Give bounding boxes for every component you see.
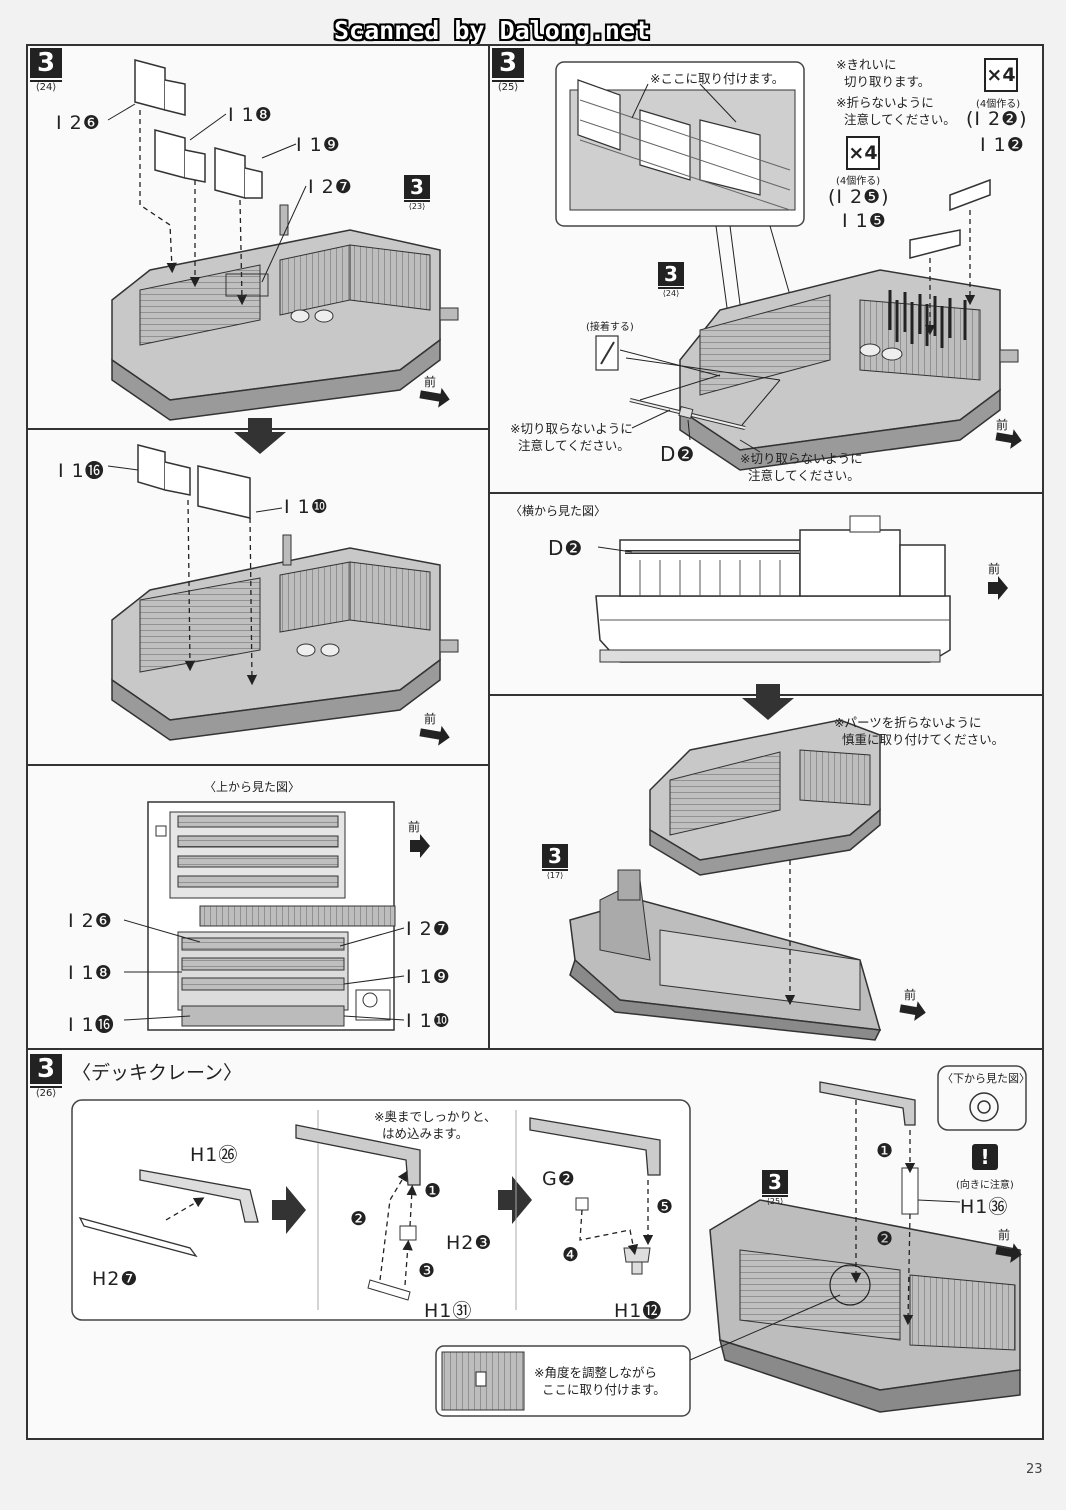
step-sub: ⟨24⟩	[30, 80, 62, 93]
ship-hull-f	[569, 869, 882, 1041]
ref-step-sub: ⟨23⟩	[404, 200, 430, 211]
part-label-i1-8: I 1❽	[228, 104, 273, 126]
part-label-h1-31: H1㉛	[424, 1300, 473, 1322]
glue-note: (接着する)	[586, 322, 634, 333]
module-model-f	[649, 719, 881, 876]
part-label-g2: G❷	[542, 1168, 576, 1190]
frame-parts-a	[134, 59, 263, 199]
top-view-label-i1-8: I 1❽	[68, 962, 113, 984]
divider-top-bottom	[26, 1048, 1044, 1050]
front-label-g: 前	[998, 1228, 1011, 1242]
module-model-a	[111, 204, 459, 421]
ship-hull-g	[709, 1199, 1021, 1413]
note-no-cut-left: ※切り取らないように 注意してください。	[510, 421, 633, 453]
front-label-c: 前	[408, 820, 421, 834]
part-label-h2-3: H2❸	[446, 1232, 493, 1254]
part-label-i1-2: I 1❷	[980, 134, 1025, 156]
inset-note: ※ここに取り付けます。	[650, 71, 785, 86]
rod-part-d2	[629, 398, 746, 430]
step-marker-3: ❸	[418, 1260, 437, 1282]
step-marker-2b: ❷	[876, 1228, 895, 1250]
detail-inset-d	[555, 61, 805, 227]
front-label: 前	[424, 375, 437, 389]
note-no-fold: ※折らないように 注意してください。	[836, 95, 956, 127]
part-label-i2-6: I 2❻	[56, 112, 101, 134]
part-label-i2-5: (I 2❺)	[828, 186, 890, 208]
divider-d-e	[488, 492, 1044, 494]
crane-assembly-box	[71, 1099, 691, 1321]
page-number: 23	[1026, 1462, 1043, 1477]
part-label-i2-7: I 2❼	[308, 176, 353, 198]
part-label-h1-12: H1⓬	[614, 1300, 663, 1322]
part-label-d2: D❷	[660, 442, 696, 466]
part-label-i1-16: I 1⓰	[58, 460, 105, 482]
note-adjust-angle: ※角度を調整しながら ここに取り付けます。	[534, 1365, 666, 1397]
part-label-i1-9: I 1❾	[296, 134, 341, 156]
note-careful: ※パーツを折らないように 慎重に取り付けてください。	[834, 715, 1005, 747]
top-view-label-i1-16: I 1⓰	[68, 1014, 115, 1036]
part-label-i1-10: I 1❿	[284, 496, 329, 518]
step-marker-1b: ❶	[876, 1140, 895, 1162]
ref-step-sub-d: ⟨24⟩	[658, 287, 684, 298]
side-view-label-d2: D❷	[548, 536, 584, 560]
side-view-title: 〈横から見た図〉	[510, 504, 607, 518]
caution-icon: !	[972, 1144, 998, 1170]
ref-step-sub-g: ⟨25⟩	[762, 1195, 788, 1206]
from-below-title: 〈下から見た図〉	[942, 1072, 1030, 1085]
ref-step-g: 3	[762, 1170, 788, 1194]
divider-b-c	[26, 764, 488, 766]
part-label-i2-2: (I 2❷)	[966, 108, 1028, 130]
top-view-label-i2-7: I 2❼	[406, 918, 451, 940]
step-marker-5: ❺	[656, 1196, 675, 1218]
step-number: 3	[30, 48, 62, 78]
top-view-diagram	[147, 801, 396, 1031]
note-clean-cut: ※きれいに 切り取ります。	[836, 57, 931, 89]
side-view-diagram	[595, 515, 951, 663]
top-view-label-i2-6: I 2❻	[68, 910, 113, 932]
frame-parts-b	[137, 444, 251, 519]
module-model-d	[679, 269, 1019, 471]
top-view-title: 〈上から見た図〉	[204, 780, 301, 794]
make-4-note: (4個作る)	[976, 99, 1021, 110]
scan-watermark: Scanned by Dalong.net	[334, 16, 651, 45]
step-sub-g: ⟨26⟩	[30, 1086, 62, 1099]
top-view-label-i1-10: I 1❿	[406, 1010, 451, 1032]
quantity-badge-x4: ×4	[984, 58, 1018, 92]
step-marker-4: ❹	[562, 1244, 581, 1266]
part-label-i1-5: I 1❺	[842, 210, 887, 232]
section-title-deck-crane: 〈デッキクレーン〉	[72, 1062, 243, 1084]
ref-step: 3	[404, 175, 430, 199]
front-label-b: 前	[424, 712, 437, 726]
ref-step-sub-f: ⟨17⟩	[542, 869, 568, 880]
make-4-note-b: (4個作る)	[836, 176, 881, 187]
crane-arm-g	[819, 1081, 919, 1215]
step-number-g: 3	[30, 1054, 62, 1084]
top-view-label-i1-9: I 1❾	[406, 966, 451, 988]
crane-parts-h1-26	[78, 1169, 259, 1258]
front-label-d: 前	[996, 418, 1009, 432]
ref-step-d: 3	[658, 262, 684, 286]
quantity-badge-x4-b: ×4	[846, 136, 880, 170]
module-model-b	[111, 534, 459, 741]
front-label-f: 前	[904, 988, 917, 1002]
part-label-h2-7: H2❼	[92, 1268, 139, 1290]
step-sub-d: ⟨25⟩	[492, 80, 524, 93]
part-label-h1-36: H1㊱	[960, 1196, 1009, 1218]
step-marker-1: ❶	[424, 1180, 443, 1202]
note-no-cut-right: ※切り取らないように 注意してください。	[740, 451, 863, 483]
front-label-e: 前	[988, 562, 1001, 576]
column-divider	[488, 44, 490, 1050]
step-marker-2: ❷	[350, 1208, 369, 1230]
part-label-h1-26: H1㉖	[190, 1144, 239, 1166]
ref-step-f: 3	[542, 844, 568, 868]
small-parts-d	[909, 178, 991, 259]
step-number-d: 3	[492, 48, 524, 78]
orientation-caution-text: (向きに注意)	[956, 1180, 1014, 1191]
note-firm-fit: ※奥までしっかりと、 はめ込みます。	[374, 1109, 497, 1141]
